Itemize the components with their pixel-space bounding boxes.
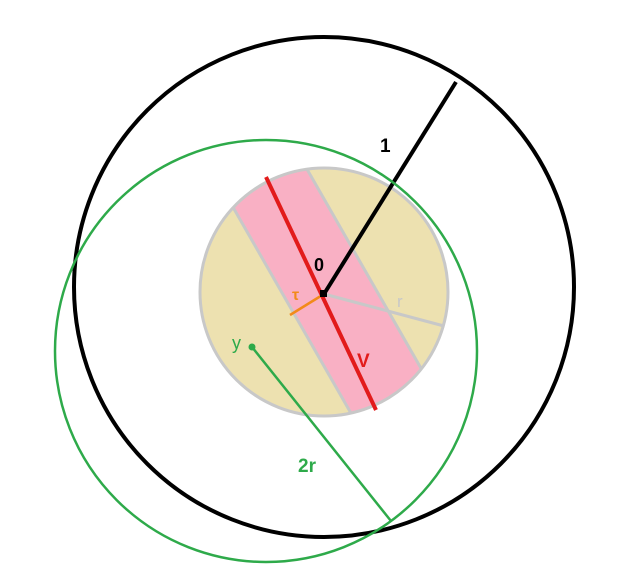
r-radius-line	[323, 292, 445, 328]
label-tau: τ	[292, 287, 299, 304]
label-2r: 2r	[298, 456, 317, 477]
label-V: V	[357, 351, 370, 372]
green-circle-2r	[53, 138, 479, 564]
two-r-radius-line	[251, 346, 392, 522]
point-y	[248, 343, 256, 351]
label-unit-radius: 1	[380, 136, 391, 157]
label-r: r	[397, 292, 403, 311]
outer-unit-circle	[72, 35, 576, 539]
inner-disk-outline	[198, 166, 450, 418]
unit-radius-line	[322, 80, 458, 296]
strip-edge-left	[220, 187, 358, 416]
strip-edge-right	[294, 168, 432, 385]
tau-segment	[289, 292, 325, 317]
label-y: y	[232, 333, 241, 353]
origin-point	[320, 290, 327, 297]
strip-region	[222, 168, 430, 416]
label-origin: 0	[314, 255, 324, 275]
